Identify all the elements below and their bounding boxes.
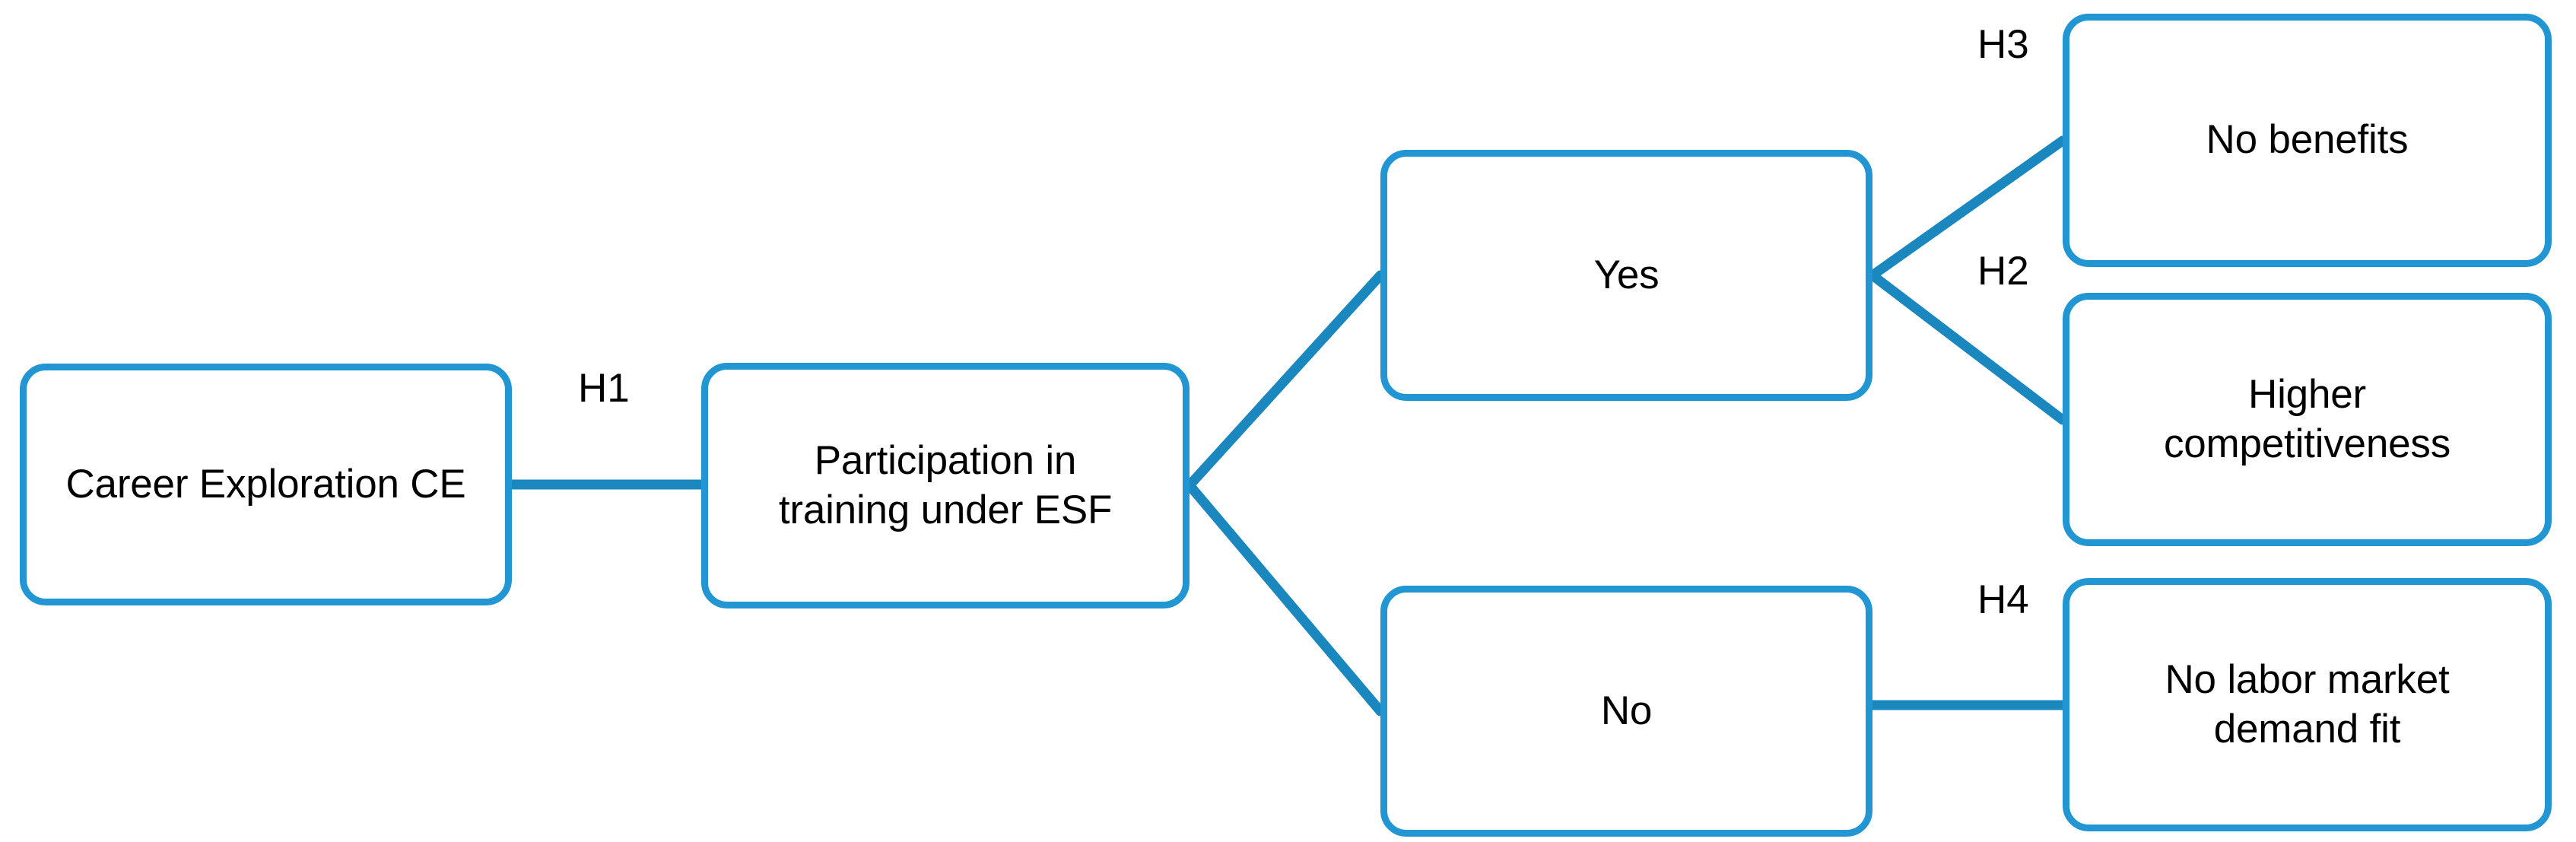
connector-participation-to-no — [1184, 480, 1386, 716]
node-no-benefits[interactable]: No benefits — [2063, 14, 2552, 267]
edge-label-h1: H1 — [578, 366, 630, 411]
edge-label-h2: H2 — [1977, 249, 2029, 294]
node-no-label: No — [1600, 688, 1653, 733]
node-yes-label: Yes — [1593, 252, 1660, 297]
node-participation-in-training[interactable]: Participation in training under ESF — [701, 363, 1190, 608]
node-no-benefits-label: No benefits — [2206, 117, 2409, 163]
connector-participation-to-yes — [1184, 270, 1386, 491]
node-no-labor-market-demand-fit-label: No labor market demand fit — [2165, 656, 2450, 751]
node-career-exploration-label: Career Exploration CE — [65, 461, 466, 507]
connector-h2-yes-to-higher-competitiveness — [1867, 270, 2068, 425]
node-participation-in-training-label: Participation in training under ESF — [778, 437, 1113, 532]
node-no-labor-market-demand-fit[interactable]: No labor market demand fit — [2063, 578, 2552, 831]
connector-h3-yes-to-no-benefits — [1867, 135, 2068, 281]
node-career-exploration[interactable]: Career Exploration CE — [20, 364, 512, 605]
node-higher-competitiveness-label: Higher competitiveness — [2163, 371, 2451, 466]
edge-label-h4: H4 — [1977, 577, 2029, 622]
edge-label-h3: H3 — [1977, 22, 2029, 67]
node-yes[interactable]: Yes — [1380, 150, 1872, 401]
node-higher-competitiveness[interactable]: Higher competitiveness — [2063, 293, 2552, 546]
node-no[interactable]: No — [1380, 586, 1872, 837]
